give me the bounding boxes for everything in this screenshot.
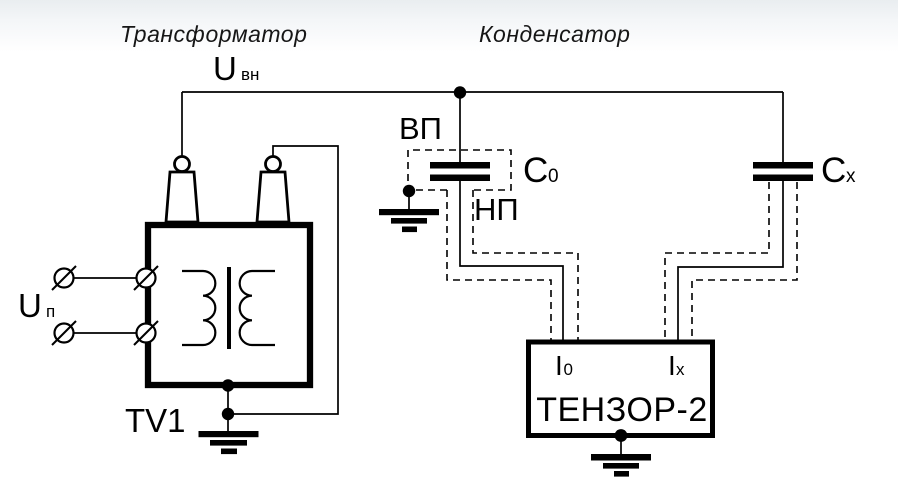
label-tv1: TV1: [125, 402, 186, 439]
terminal-slash: [133, 320, 159, 346]
capacitor-plate: [753, 174, 813, 181]
cx-shield-outer: [691, 182, 798, 340]
c0-output-wire: [459, 181, 564, 340]
cx-output-wire: [677, 181, 784, 340]
bushing-2-insulator: [255, 170, 291, 224]
label-u-hv: U вн: [213, 50, 259, 87]
reference-capacitor-branch: [379, 149, 579, 340]
capacitor-cx: [753, 162, 813, 181]
tenzor-device: [526, 339, 715, 477]
junction-dot: [453, 86, 467, 99]
bushing-1: [164, 155, 200, 224]
supply-terminals: [51, 265, 159, 346]
junction-dot: [221, 407, 235, 421]
label-vp-shield: ВП: [399, 111, 442, 146]
label-i0-input: I 0: [555, 350, 573, 381]
junction-dot: [221, 379, 235, 392]
secondary-winding-symbol: [238, 269, 275, 347]
tenzor-ground: [591, 429, 651, 477]
capacitor-plate: [430, 174, 490, 181]
terminal-slash: [51, 265, 77, 291]
section-title-capacitor: Конденсатор: [479, 21, 630, 47]
transformer: [51, 145, 339, 455]
capacitor-plate: [753, 162, 813, 169]
measured-capacitor-branch: [664, 162, 813, 340]
label-np-shield: НП: [474, 192, 519, 227]
terminal-slash: [133, 265, 159, 291]
ground-symbol: [591, 454, 651, 477]
shield-ground: [379, 184, 439, 233]
label-c0: C 0: [523, 151, 559, 190]
primary-winding-symbol: [182, 269, 217, 347]
bushing-2: [255, 155, 291, 224]
hv-rail: [181, 86, 784, 163]
bushing2-return-wire: [228, 145, 339, 415]
transformer-ground: [198, 379, 259, 455]
label-device-name: ТЕНЗОР-2: [536, 391, 708, 429]
transformer-winding: [182, 267, 275, 349]
label-cx: C x: [821, 151, 856, 190]
bushing-1-insulator: [164, 170, 200, 224]
label-u-in: U п: [18, 287, 55, 324]
bushing-1-terminal: [173, 155, 191, 173]
bushing-2-terminal: [264, 155, 282, 173]
ground-symbol: [379, 209, 439, 233]
terminal-slash: [51, 320, 77, 346]
ground-symbol: [198, 431, 259, 455]
page-top-gradient: [0, 0, 898, 52]
section-title-transformer: Трансформатор: [120, 21, 307, 47]
label-ix-input: I x: [668, 350, 685, 381]
capacitor-c0: [430, 162, 490, 181]
cx-shield-inner: [664, 182, 770, 340]
capacitor-plate: [430, 162, 490, 169]
vp-shield-box: [407, 149, 512, 191]
